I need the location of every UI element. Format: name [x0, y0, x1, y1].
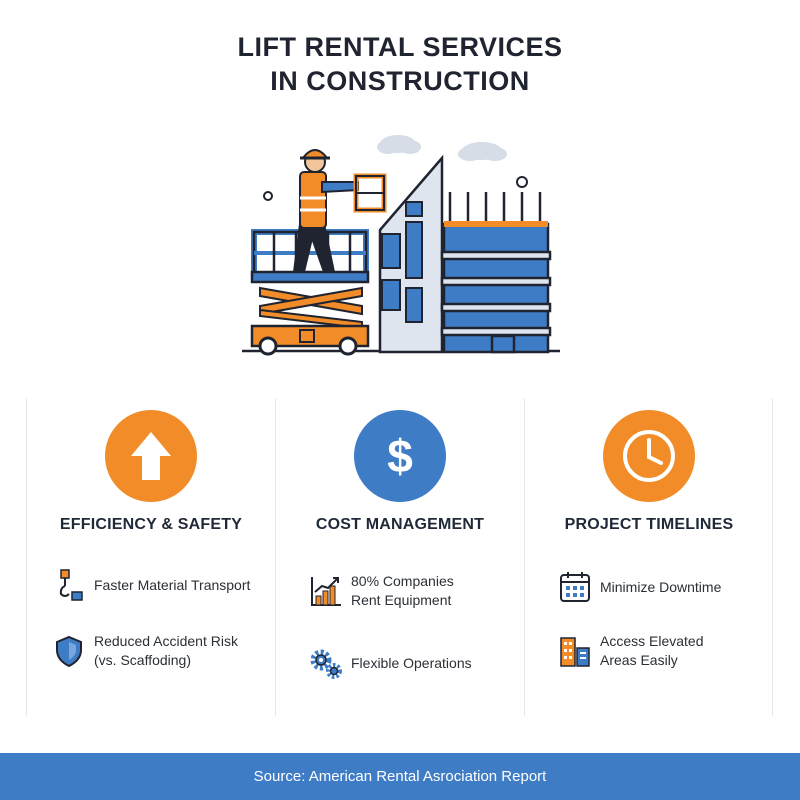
buildings-icon: [560, 637, 590, 667]
column-divider: [524, 398, 525, 716]
item-text: Minimize Downtime: [600, 578, 722, 595]
list-item: 80% Companies Rent Equipment: [309, 572, 454, 610]
dollar-icon: $: [354, 410, 446, 502]
crane-hook-icon: [59, 569, 83, 601]
calendar-icon: [560, 572, 590, 602]
item-text: Flexible Operations: [351, 654, 472, 671]
list-item: Faster Material Transport: [52, 568, 250, 602]
list-item: Minimize Downtime: [558, 570, 721, 604]
cloud-icon: [377, 135, 507, 161]
item-text: Reduced Accident Risk (vs. Scaffoding): [94, 633, 238, 668]
gears-icon: [310, 649, 342, 679]
decor-dot: [263, 191, 273, 201]
item-text: Access Elevated Areas Easily: [600, 633, 704, 668]
column-title: PROJECT TIMELINES: [564, 516, 734, 533]
source-footer: Source: American Rental Asrociation Repo…: [0, 753, 800, 800]
scissor-lift-illustration: [242, 135, 560, 356]
shield-icon: [56, 635, 82, 668]
list-item: Access Elevated Areas Easily: [558, 632, 704, 670]
title-line-2: IN CONSTRUCTION: [270, 66, 530, 96]
svg-text:$: $: [387, 430, 413, 482]
page-title: LIFT RENTAL SERVICES IN CONSTRUCTION: [0, 30, 800, 98]
clock-icon: [603, 410, 695, 502]
scissor-mechanism: [259, 286, 363, 330]
bar-chart-icon: [311, 577, 341, 606]
list-item: Reduced Accident Risk (vs. Scaffoding): [52, 632, 238, 670]
item-text: Faster Material Transport: [94, 576, 251, 593]
title-line-1: LIFT RENTAL SERVICES: [237, 32, 563, 62]
worker-figure: [292, 149, 387, 273]
wheel-icon: [258, 336, 358, 356]
up-arrow-icon: [105, 410, 197, 502]
item-text: 80% Companies Rent Equipment: [351, 573, 454, 608]
column-title: COST MANAGEMENT: [315, 516, 485, 533]
column-divider: [26, 398, 27, 716]
source-text: Source: American Rental Asrociation Repo…: [253, 768, 547, 785]
decor-dot: [516, 176, 528, 188]
construction-building: [440, 192, 552, 354]
column-divider: [772, 398, 773, 716]
column-title: EFFICIENCY & SAFETY: [59, 516, 243, 533]
list-item: Flexible Operations: [309, 646, 472, 680]
column-divider: [275, 398, 276, 716]
